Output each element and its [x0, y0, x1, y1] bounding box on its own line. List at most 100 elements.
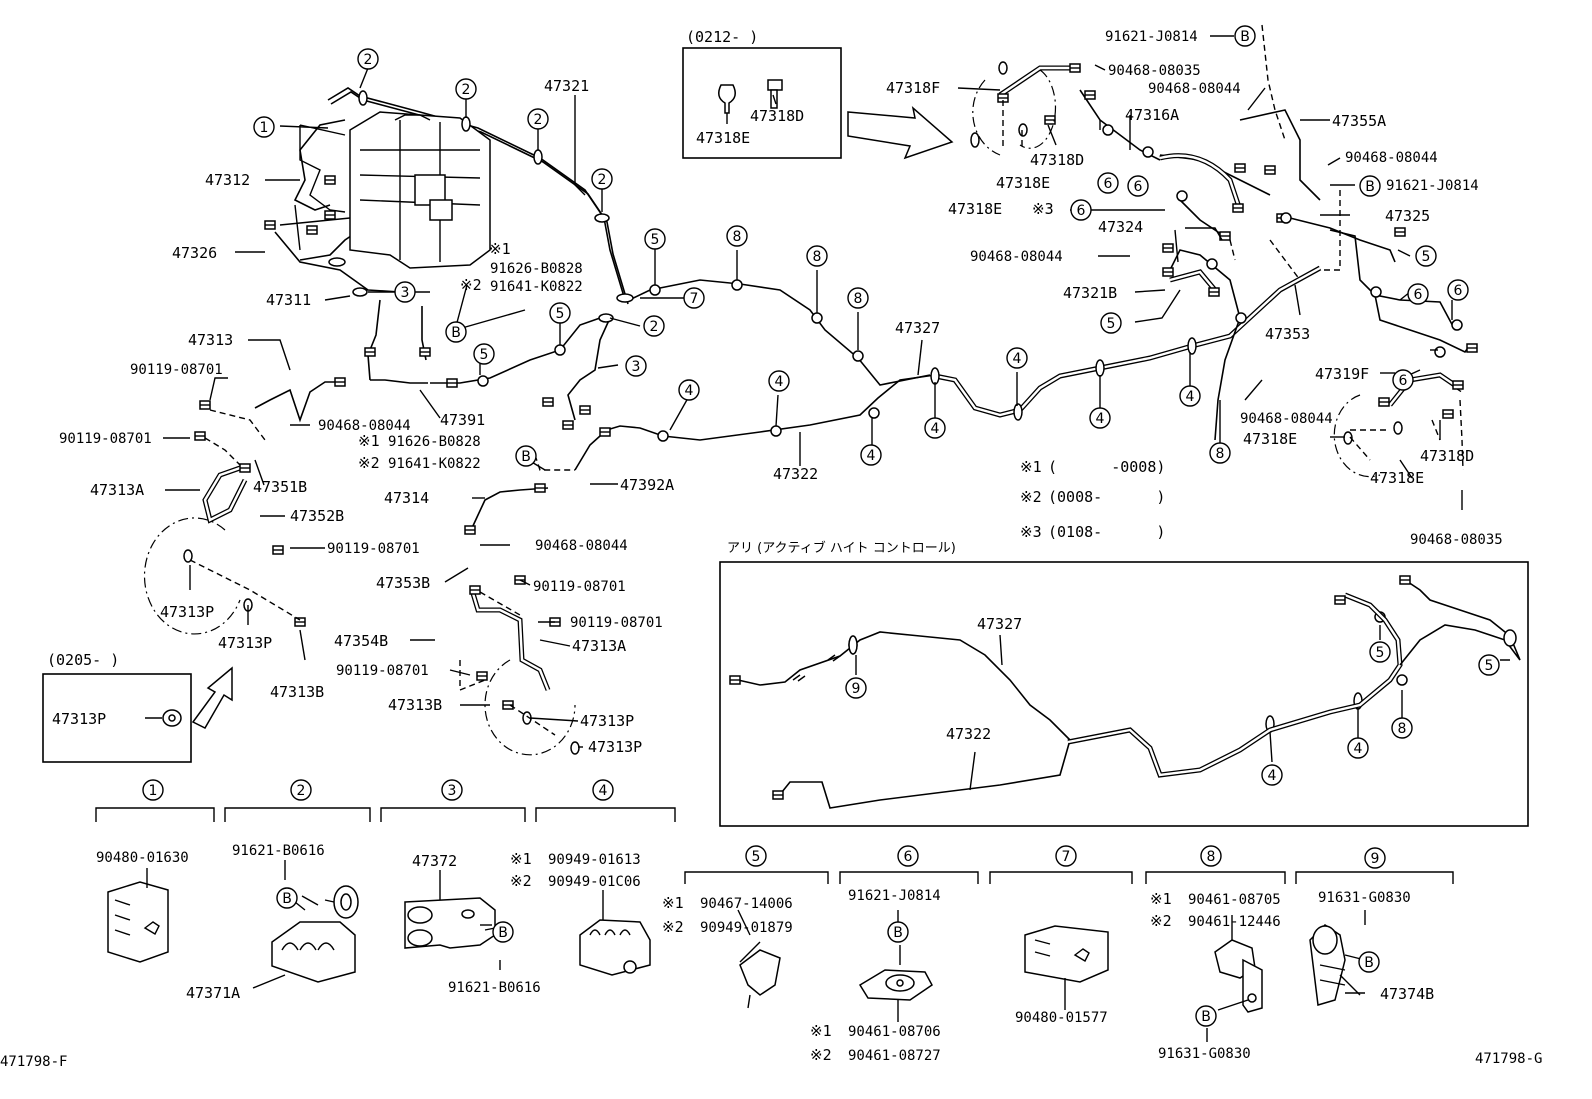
label-date-0212: (0212- ) [686, 28, 758, 46]
legend9-top: 91631-G0830 [1318, 890, 1411, 906]
callout-circle-5 [1369, 641, 1391, 663]
callout-circle-3 [441, 779, 463, 801]
label-47313A-left: 47313A [90, 481, 144, 499]
callout-circle-5 [549, 302, 571, 324]
callout-circle-6 [1392, 369, 1414, 391]
legend8-bottom: 91631-G0830 [1158, 1046, 1251, 1062]
legend3-part-b: 91621-B0616 [448, 980, 541, 996]
mark-2a: ※2 [460, 276, 482, 294]
label-91641-K0822-b: 91641-K0822 [388, 456, 481, 472]
callout-number-4: 4 [775, 374, 784, 390]
callout-number-2: 2 [297, 783, 306, 799]
callout-circle-8 [806, 245, 828, 267]
callout-number-5: 5 [1107, 316, 1116, 332]
inset-box-0205 [42, 673, 192, 763]
label-90468-08044-r1: 90468-08044 [1148, 81, 1241, 97]
label-47313P-d: 47313P [588, 738, 642, 756]
callout-number-5: 5 [651, 232, 660, 248]
callout-circle-2 [591, 168, 613, 190]
b-marker-circle [887, 921, 909, 943]
label-90468-08035-top: 90468-08035 [1108, 63, 1201, 79]
callout-circle-7 [1055, 845, 1077, 867]
callout-circle-2 [455, 78, 477, 100]
label-47326: 47326 [172, 244, 217, 262]
corner-code-right: 471798-G [1475, 1051, 1542, 1067]
callout-number-8: 8 [854, 291, 863, 307]
inset-box-ahc [719, 561, 1529, 827]
label-47318D-r2: 47318D [1420, 447, 1474, 465]
label-47318D-right: 47318D [1030, 151, 1084, 169]
legend4-part1: 90949-01613 [548, 852, 641, 868]
arrow-from-left-box [191, 666, 233, 729]
label-47313P-a: 47313P [160, 603, 214, 621]
callout-number-5: 5 [480, 347, 489, 363]
label-47314: 47314 [384, 489, 429, 507]
label-90119-08701-b: 90119-08701 [59, 431, 152, 447]
mark-1a: ※1 [489, 240, 511, 258]
callout-circle-4 [1347, 737, 1369, 759]
label-47355A: 47355A [1332, 112, 1386, 130]
label-47311: 47311 [266, 291, 311, 309]
legend5-mark2: ※2 [662, 918, 684, 936]
label-47318E-box: 47318E [696, 129, 750, 147]
label-47313P-b: 47313P [218, 634, 272, 652]
callout-number-6: 6 [1454, 283, 1463, 299]
hose-47318F [998, 65, 1070, 98]
b-marker-letter: B [498, 925, 508, 941]
brake-actuator-block [349, 111, 491, 269]
callout-number-3: 3 [632, 359, 641, 375]
footnote-text-3: (0108- ) [1048, 523, 1165, 541]
legend5-mark1: ※1 [662, 894, 684, 912]
label-47353: 47353 [1265, 325, 1310, 343]
legend6-top: 91621-J0814 [848, 888, 941, 904]
legend7-part: 90480-01577 [1015, 1010, 1108, 1026]
callout-number-5: 5 [1376, 645, 1385, 661]
callout-number-8: 8 [733, 229, 742, 245]
label-91621-J0814-right: 91621-J0814 [1386, 178, 1479, 194]
label-91621-J0814-top: 91621-J0814 [1105, 29, 1198, 45]
callout-number-8: 8 [1216, 446, 1225, 462]
label-47324: 47324 [1098, 218, 1143, 236]
callout-circle-4 [1179, 385, 1201, 407]
hose-47321B [1169, 269, 1217, 292]
callout-number-5: 5 [1422, 249, 1431, 265]
label-90119-08701-f: 90119-08701 [336, 663, 429, 679]
label-date-0205: (0205- ) [47, 651, 119, 669]
footnote-text-1: ( -0008) [1048, 458, 1165, 476]
legend9-part: 47374B [1380, 985, 1434, 1003]
hose-47313A-center [469, 589, 551, 691]
b-marker-circle [276, 887, 298, 909]
label-47352B: 47352B [290, 507, 344, 525]
callout-circle-8 [1391, 717, 1413, 739]
label-47353B: 47353B [376, 574, 430, 592]
callout-number-4: 4 [1268, 768, 1277, 784]
label-47322-inset: 47322 [946, 725, 991, 743]
callout-circle-4 [1261, 764, 1283, 786]
dashed-leaders [189, 24, 1464, 736]
label-90119-08701-c: 90119-08701 [327, 541, 420, 557]
legend8-part2: 90461-12446 [1188, 914, 1281, 930]
callout-number-9: 9 [1371, 851, 1380, 867]
legend2-part-a: 91621-B0616 [232, 843, 325, 859]
legend-leaders [146, 860, 1366, 1042]
callout-circle-4 [592, 779, 614, 801]
callout-number-8: 8 [1207, 849, 1216, 865]
callout-circle-5 [1415, 245, 1437, 267]
callout-circle-8 [1209, 442, 1231, 464]
label-90468-08044-r2: 90468-08044 [1345, 150, 1438, 166]
footnote-text-2: (0008- ) [1048, 488, 1165, 506]
label-47312: 47312 [205, 171, 250, 189]
footnote-mark-1: ※1 [1020, 458, 1042, 476]
footnote-mark-2: ※2 [1020, 488, 1042, 506]
callout-number-4: 4 [931, 421, 940, 437]
b-marker-letter: B [1201, 1009, 1211, 1025]
callout-circle-2 [290, 779, 312, 801]
legend8-mark1: ※1 [1150, 890, 1172, 908]
callout-circle-4 [678, 379, 700, 401]
callout-number-7: 7 [1062, 849, 1071, 865]
label-47327-inset: 47327 [977, 615, 1022, 633]
legend3-part-a: 47372 [412, 852, 457, 870]
legend6-mark2: ※2 [810, 1046, 832, 1064]
label-47321B: 47321B [1063, 284, 1117, 302]
